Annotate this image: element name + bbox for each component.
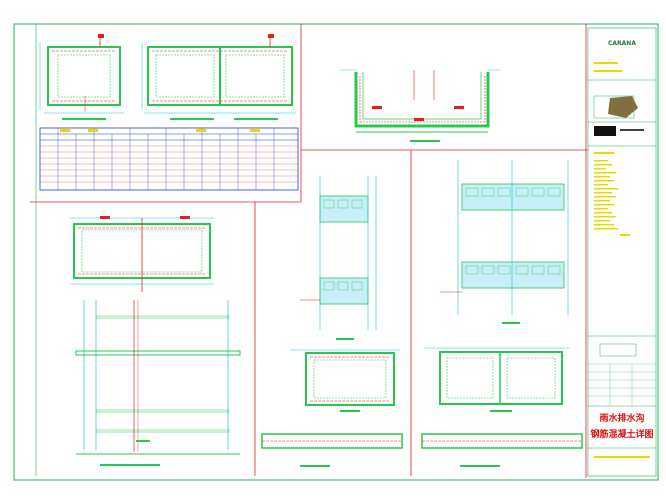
company-name: CARANA [608, 40, 636, 47]
section-d-channel [290, 349, 400, 412]
section-e-channel [424, 347, 570, 412]
section-d-footing [261, 433, 403, 467]
panel-dividers [30, 24, 588, 478]
section-a-left [39, 34, 124, 120]
section-e-plan [440, 160, 569, 324]
sheet-border [13, 23, 659, 481]
drawing-title-line1: 雨水排水沟 [599, 412, 644, 424]
section-d-plan [300, 176, 377, 340]
section-a-right [141, 34, 296, 120]
section-c-elevation [75, 300, 241, 466]
rebar-schedule-table [39, 127, 299, 191]
title-block [587, 27, 657, 477]
drawing-title-line2: 钢筋混凝土详图 [590, 428, 653, 440]
section-e-footing [421, 433, 583, 467]
section-c-channel [70, 216, 214, 292]
section-b-u-channel [340, 69, 500, 142]
